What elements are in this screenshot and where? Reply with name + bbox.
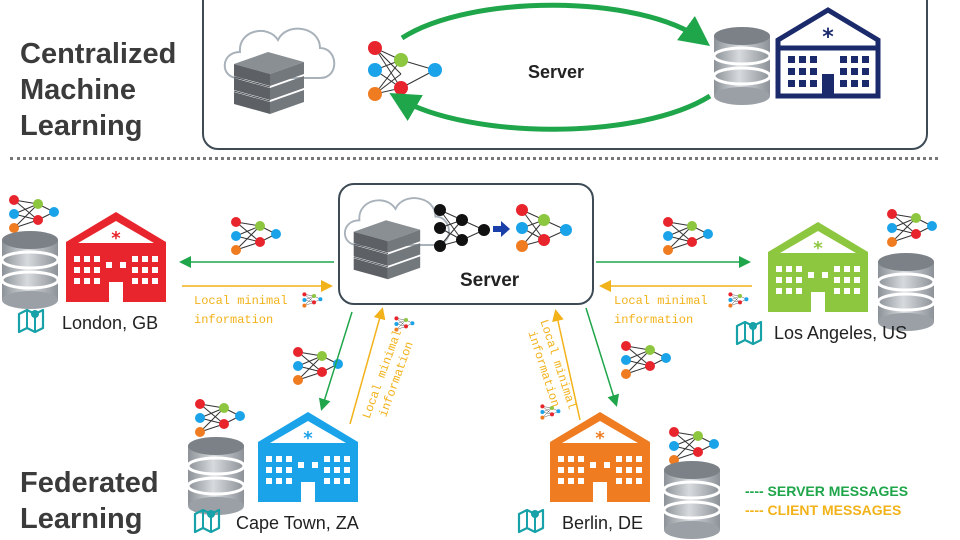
la-local-info: Local minimal information [614, 292, 708, 330]
federated-title: Federated Learning [20, 465, 159, 537]
federated-title-line-1: Federated [20, 467, 159, 499]
london-map-icon [17, 308, 45, 334]
centralized-title-line-2: Machine [20, 74, 137, 106]
model-to-la-icon [662, 216, 714, 256]
london-model-icon [8, 194, 60, 234]
la-database-icon [876, 251, 936, 333]
la-local-info-line-1: Local minimal [614, 294, 708, 308]
section-divider [10, 157, 938, 160]
capetown-database-icon [186, 435, 246, 517]
centralized-title: Centralized Machine Learning [20, 36, 176, 144]
london-label: London, GB [62, 313, 159, 333]
london-hospital-icon [66, 212, 166, 302]
neural-network-icon [368, 41, 442, 101]
model-to-london-icon [230, 216, 282, 256]
london-update-icon [302, 292, 323, 308]
london-local-info: Local minimal information [194, 292, 288, 330]
download-arrow [389, 92, 712, 132]
centralized-title-line-1: Centralized [20, 38, 177, 70]
berlin-model-icon [668, 426, 720, 466]
database-icon [712, 25, 772, 107]
berlin-label: Berlin, DE [562, 513, 644, 533]
centralized-server-label: Server [528, 62, 585, 82]
la-model-icon [886, 208, 938, 248]
aggregate-arrow-icon [493, 221, 510, 237]
berlin-to-server-arrow [552, 309, 581, 421]
london-local-info-line-2: information [194, 313, 274, 327]
legend-server-messages: ---- SERVER MESSAGES [745, 483, 909, 499]
capetown-hospital-icon [258, 412, 358, 502]
berlin-database-icon [662, 459, 722, 540]
centralized-title-line-3: Learning [20, 110, 143, 142]
berlin-map-icon [517, 508, 545, 534]
berlin-hospital-icon [550, 412, 650, 502]
london-local-info-line-1: Local minimal [194, 294, 288, 308]
cloud-server-icon [223, 27, 336, 115]
la-local-info-line-2: information [614, 313, 694, 327]
capetown-to-server-arrow [349, 307, 386, 425]
server-to-berlin-arrow [585, 307, 620, 407]
hospital-icon: * [775, 7, 881, 99]
aggregated-model-icon [516, 204, 572, 252]
capetown-label: Cape Town, ZA [236, 513, 359, 533]
london-database-icon [0, 229, 60, 311]
federated-title-line-2: Learning [20, 503, 143, 535]
la-map-icon [735, 320, 763, 346]
global-model-icon [434, 204, 490, 252]
la-label: Los Angeles, US [774, 323, 908, 343]
la-update-icon [728, 292, 749, 308]
federated-server-label: Server [460, 270, 520, 291]
la-hospital-icon [768, 222, 868, 312]
server-to-capetown-arrow [318, 311, 353, 411]
model-to-berlin-icon [620, 340, 672, 380]
upload-arrow [400, 2, 711, 46]
capetown-model-icon [194, 398, 246, 438]
federated-cloud-server-icon [343, 197, 450, 281]
legend-client-messages: ---- CLIENT MESSAGES [745, 502, 902, 518]
svg-text:*: * [822, 25, 834, 50]
